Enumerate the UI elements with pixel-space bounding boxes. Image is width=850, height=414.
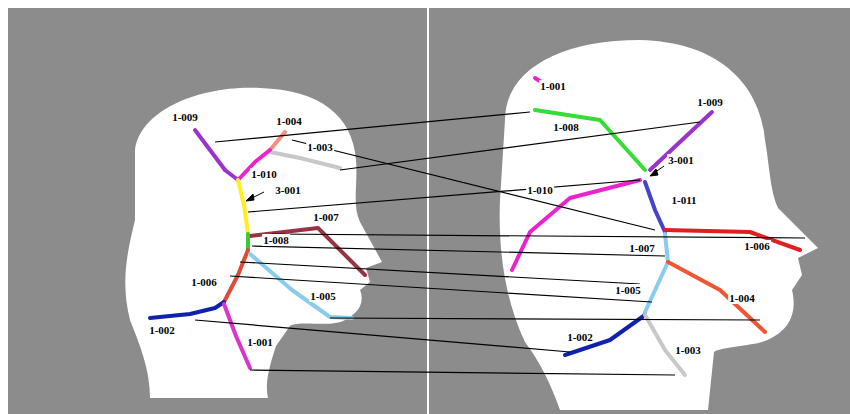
part-label: 3-001 <box>667 154 695 166</box>
match-line <box>252 246 665 256</box>
branch-1-008 <box>246 234 250 250</box>
match-line <box>195 320 570 352</box>
branch-1-009 <box>650 112 712 170</box>
match-line <box>330 318 760 320</box>
part-label: 1-001 <box>246 336 274 348</box>
grey-background <box>8 8 850 414</box>
part-label: 1-007 <box>312 211 340 223</box>
part-label: 1-009 <box>171 111 199 123</box>
branch-1-009b <box>225 170 238 180</box>
branch-1-004 <box>668 262 765 332</box>
correspondence-lines <box>195 112 805 375</box>
branch-1-003 <box>270 152 340 168</box>
part-label: 1-008 <box>552 121 580 133</box>
match-line <box>272 234 805 238</box>
match-line <box>340 122 700 170</box>
branch-1-004 <box>270 132 285 150</box>
part-label: 1-005 <box>309 290 337 302</box>
part-label: 1-010 <box>250 168 278 180</box>
part-label: 1-008 <box>262 234 290 246</box>
match-line <box>250 370 675 375</box>
match-line <box>292 140 655 230</box>
branch-1-006 <box>665 230 800 250</box>
match-line <box>215 112 530 142</box>
branch-1-005 <box>645 262 668 312</box>
part-label: 1-005 <box>614 284 642 296</box>
match-line <box>230 276 652 302</box>
part-label: 1-006 <box>743 240 771 252</box>
panel-divider <box>427 8 429 414</box>
branch-1-010 <box>512 180 640 270</box>
arrowhead <box>650 169 658 176</box>
part-label: 1-007 <box>628 242 656 254</box>
part-label: 1-010 <box>526 184 554 196</box>
match-line <box>248 180 640 212</box>
part-label: 1-006 <box>190 276 218 288</box>
part-label: 1-002 <box>148 324 176 336</box>
right-skeleton <box>512 78 800 375</box>
branch-1-011 <box>645 182 665 232</box>
part-label: 1-002 <box>566 331 594 343</box>
part-label: 1-004 <box>728 292 756 304</box>
leader-arrows <box>246 166 664 201</box>
left-head-silhouette <box>125 88 382 398</box>
part-label: 3-001 <box>274 184 302 196</box>
part-label: 1-003 <box>674 344 702 356</box>
part-label: 1-001 <box>539 80 567 92</box>
part-label: 1-003 <box>306 141 334 153</box>
branch-1-007 <box>665 234 668 262</box>
arrowhead <box>246 194 254 201</box>
part-label: 1-011 <box>670 194 697 206</box>
branch-1-002 <box>150 302 224 318</box>
branch-1-008 <box>535 110 645 170</box>
branch-1-002 <box>565 315 645 355</box>
branch-3-001 <box>238 180 248 234</box>
part-label: 1-004 <box>275 115 303 127</box>
part-label: 1-009 <box>696 96 724 108</box>
right-head-silhouette <box>500 40 818 410</box>
branch-1-009 <box>195 130 225 170</box>
